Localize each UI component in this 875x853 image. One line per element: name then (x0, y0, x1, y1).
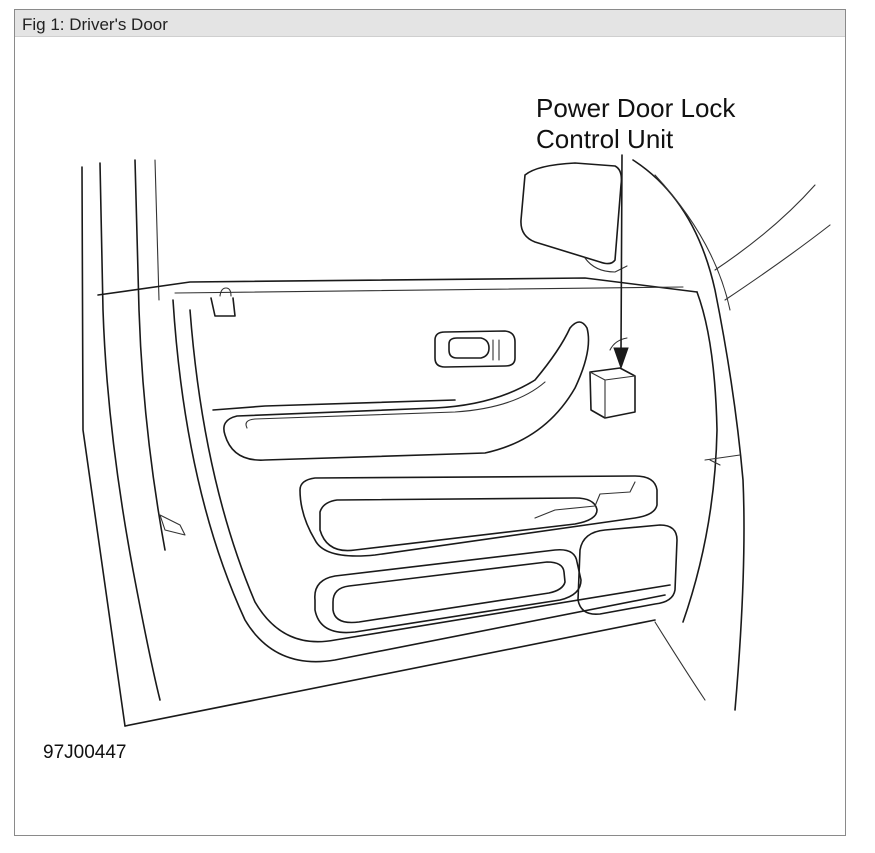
door-outer-panel (97, 277, 718, 727)
callout-arrow (613, 154, 629, 370)
callout-line-1: Power Door Lock (536, 93, 736, 123)
door-latch-detail (159, 459, 721, 536)
figure-code: 97J00447 (43, 742, 127, 763)
door-frame-pillar (81, 159, 166, 727)
inside-door-handle (434, 330, 516, 368)
callout-label: Power Door Lock Control Unit (536, 93, 735, 155)
upper-door-pocket (299, 475, 658, 557)
control-unit-box (589, 337, 636, 419)
figure-frame: Fig 1: Driver's Door (14, 9, 846, 836)
lower-door-pocket (314, 524, 678, 634)
figure-caption: Fig 1: Driver's Door (22, 15, 168, 34)
callout-line-2: Control Unit (536, 124, 674, 154)
door-diagram (81, 154, 831, 727)
door-upper-trim (174, 286, 684, 317)
armrest-handle (212, 321, 590, 461)
side-mirror (520, 162, 628, 273)
figure-caption-bar: Fig 1: Driver's Door (15, 10, 845, 37)
body-right-pillar (632, 159, 831, 711)
